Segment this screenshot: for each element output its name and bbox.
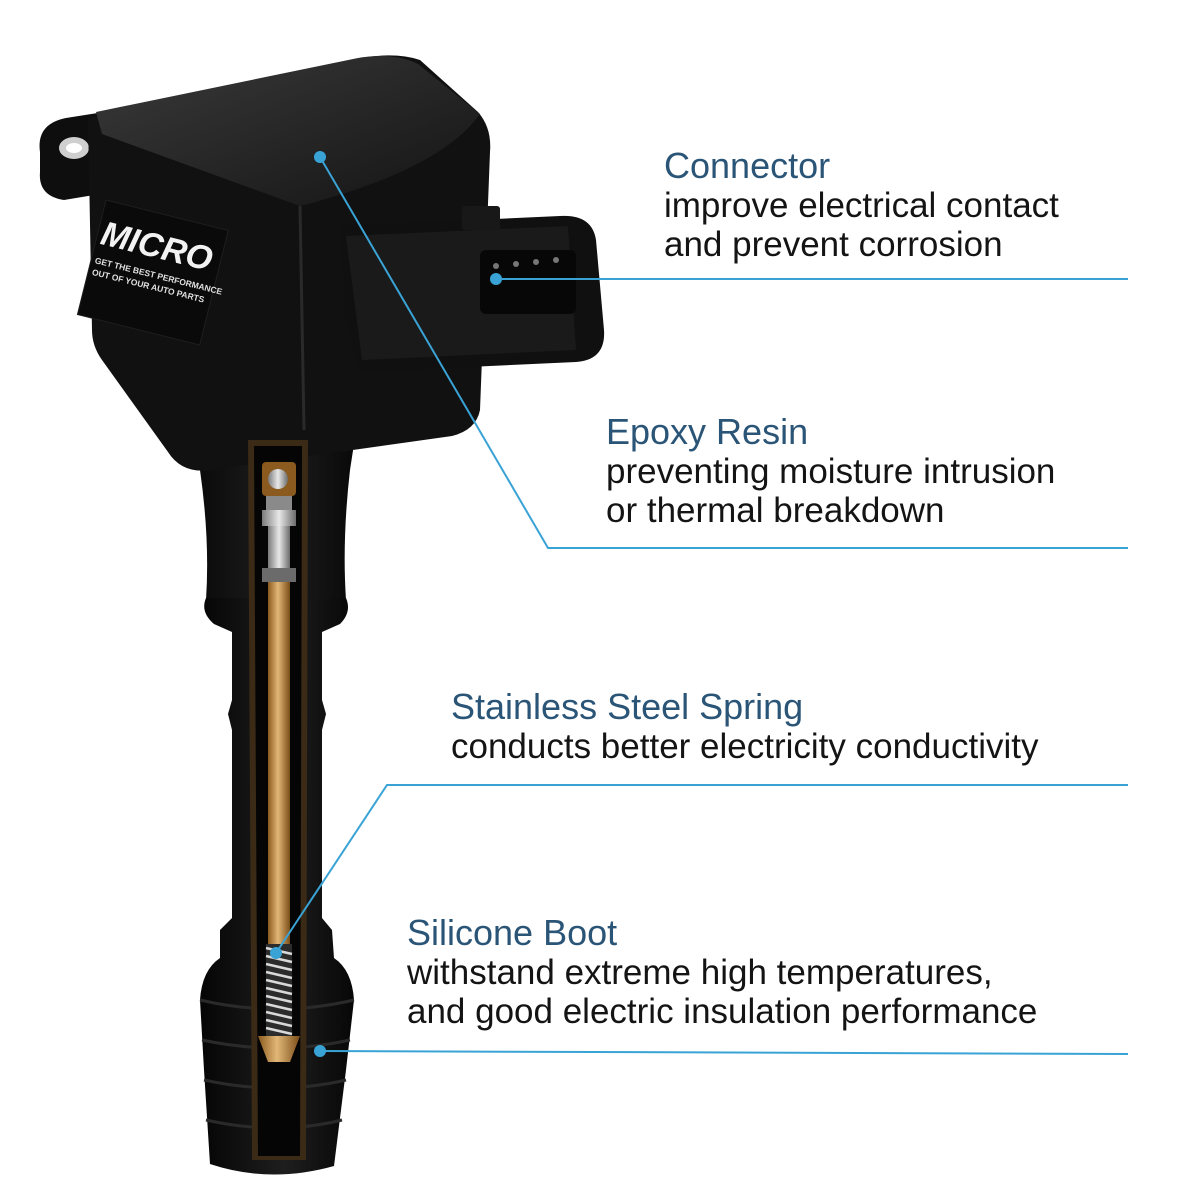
leader-dots bbox=[270, 151, 502, 1057]
dot-epoxy bbox=[314, 151, 326, 163]
callout-epoxy-line-1: preventing moisture intrusion bbox=[606, 452, 1056, 491]
cutaway-section bbox=[248, 440, 308, 1160]
dot-boot bbox=[314, 1045, 326, 1057]
callout-connector-title: Connector bbox=[664, 145, 831, 186]
callout-boot-title: Silicone Boot bbox=[407, 912, 618, 953]
coil-body: MICRO GET THE BEST PERFORMANCE OUT OF YO… bbox=[39, 55, 605, 1175]
callout-silicone-boot: Silicone Boot withstand extreme high tem… bbox=[407, 912, 1038, 1032]
leader-spring bbox=[275, 784, 1128, 954]
leader-boot bbox=[319, 1050, 1129, 1055]
callout-spring-line-1: conducts better electricity conductivity bbox=[451, 727, 1039, 766]
callout-stainless-steel-spring: Stainless Steel Spring conducts better e… bbox=[451, 686, 1039, 767]
leader-epoxy bbox=[319, 156, 1128, 549]
callout-epoxy-line-2: or thermal breakdown bbox=[606, 491, 945, 530]
callout-connector-line-2: and prevent corrosion bbox=[664, 225, 1003, 264]
callout-boot-line-1: withstand extreme high temperatures, bbox=[407, 953, 993, 992]
callout-connector: Connector improve electrical contact and… bbox=[664, 145, 1059, 265]
callout-connector-line-1: improve electrical contact bbox=[664, 186, 1059, 225]
dot-spring bbox=[270, 947, 282, 959]
dot-connector bbox=[490, 273, 502, 285]
brass-tip bbox=[258, 1036, 300, 1062]
stainless-steel-spring bbox=[265, 944, 293, 1036]
callout-epoxy-title: Epoxy Resin bbox=[606, 411, 809, 452]
brand-logo: MICRO GET THE BEST PERFORMANCE OUT OF YO… bbox=[76, 199, 229, 346]
brass-conductor-rod bbox=[268, 582, 290, 944]
callout-epoxy-resin: Epoxy Resin preventing moisture intrusio… bbox=[606, 411, 1056, 531]
callout-boot-line-2: and good electric insulation performance bbox=[407, 992, 1038, 1031]
leader-lines bbox=[275, 156, 1129, 1055]
callout-spring-title: Stainless Steel Spring bbox=[451, 686, 804, 727]
